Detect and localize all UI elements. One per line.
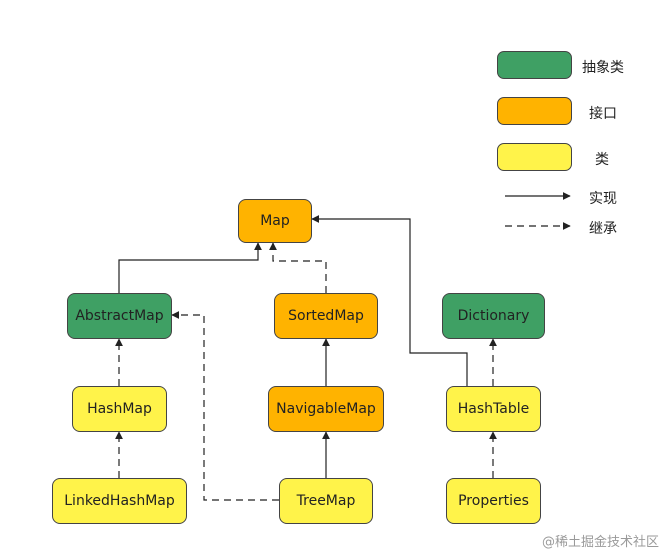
node-linked-hash-map: LinkedHashMap — [52, 478, 187, 524]
legend-abstract-class-label: 抽象类 — [582, 60, 624, 76]
node-hash-table: HashTable — [446, 386, 541, 432]
node-dictionary: Dictionary — [442, 293, 545, 339]
legend-class-label: 类 — [595, 152, 609, 168]
legend-interface-swatch — [497, 97, 572, 125]
edge-treemap-abstractmap — [171, 311, 279, 501]
edge-hashtable-map — [311, 215, 468, 386]
legend-abstract-class-swatch — [497, 51, 572, 79]
legend-implements-label: 实现 — [589, 191, 617, 207]
node-tree-map: TreeMap — [279, 478, 373, 524]
node-navigable-map: NavigableMap — [268, 386, 384, 432]
watermark: @稀土掘金技术社区 — [541, 535, 659, 550]
edge-abstractmap-map — [118, 242, 262, 293]
edge-sortedmap-map — [269, 242, 327, 293]
node-sorted-map: SortedMap — [274, 293, 378, 339]
legend-class-swatch — [497, 143, 572, 171]
legend-extends-label: 继承 — [589, 221, 617, 237]
node-map: Map — [238, 199, 312, 243]
node-hash-map: HashMap — [72, 386, 167, 432]
legend-interface-label: 接口 — [589, 106, 617, 122]
node-abstract-map: AbstractMap — [67, 293, 172, 339]
node-properties: Properties — [446, 478, 541, 524]
